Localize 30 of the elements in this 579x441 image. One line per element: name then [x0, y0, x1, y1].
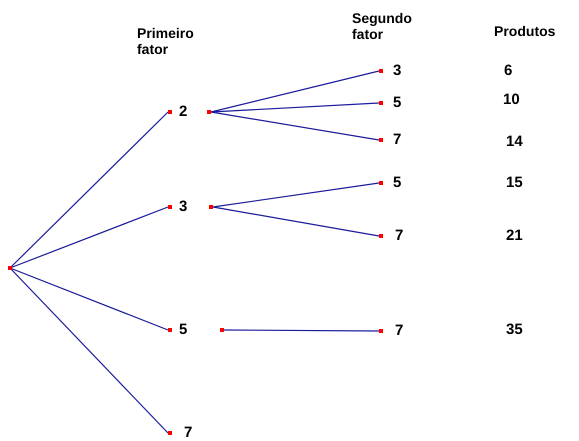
factor-number: 5 — [393, 95, 402, 111]
column-heading: Primeiro fator — [137, 25, 195, 58]
branch-line — [210, 102, 380, 113]
factor-number: 5 — [393, 175, 402, 191]
product-value: 10 — [503, 91, 521, 108]
factor-number: 7 — [393, 132, 402, 148]
root-point — [8, 266, 12, 270]
product-value: 6 — [504, 62, 514, 80]
product-value: 21 — [506, 227, 524, 244]
factor-number: 3 — [179, 199, 188, 215]
factor-number: 7 — [184, 425, 192, 441]
column-heading: Segundo fator — [352, 10, 413, 42]
branch-line — [212, 206, 380, 237]
product-value: 14 — [506, 133, 524, 150]
branch-line — [224, 329, 379, 332]
branch-line — [210, 111, 380, 141]
factor-number: 5 — [179, 322, 188, 338]
factor-number: 3 — [393, 63, 402, 79]
branch-line — [210, 70, 380, 113]
branch-line — [10, 206, 168, 269]
factor-number: 2 — [179, 104, 188, 120]
product-value: 15 — [506, 174, 524, 192]
factor-number: 7 — [395, 228, 404, 244]
branch-line — [10, 268, 168, 434]
branch-line — [10, 267, 168, 331]
branch-line — [212, 182, 380, 208]
branch-line — [10, 112, 168, 268]
factor-number: 7 — [395, 323, 404, 339]
product-value: 35 — [506, 321, 524, 338]
column-heading: Produtos — [494, 23, 556, 40]
